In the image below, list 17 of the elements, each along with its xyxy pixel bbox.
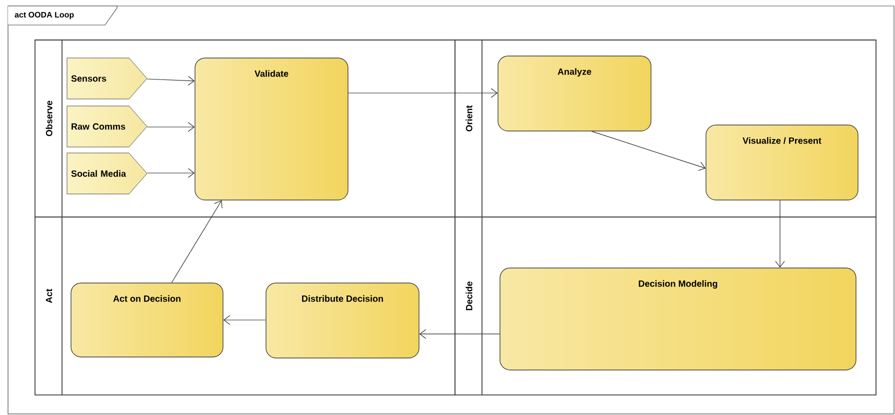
action-box: Distribute Decision [266, 282, 420, 358]
arrow [223, 315, 266, 325]
action-box: Decision Modeling [500, 268, 856, 370]
arrow [591, 131, 706, 171]
arrow [146, 122, 195, 132]
frame [8, 6, 894, 414]
action-box: Validate [194, 58, 348, 200]
arrow [775, 200, 785, 268]
action-box: Analyze [498, 56, 652, 132]
arrow [419, 329, 500, 339]
arrow [146, 168, 195, 178]
arrow [146, 76, 195, 86]
arrow [171, 200, 222, 283]
action-box: Visualize / Present [706, 124, 858, 200]
action-box: Act on Decision [70, 282, 224, 358]
frame-tab: act OODA Loop [8, 6, 118, 26]
arrow [348, 88, 498, 98]
